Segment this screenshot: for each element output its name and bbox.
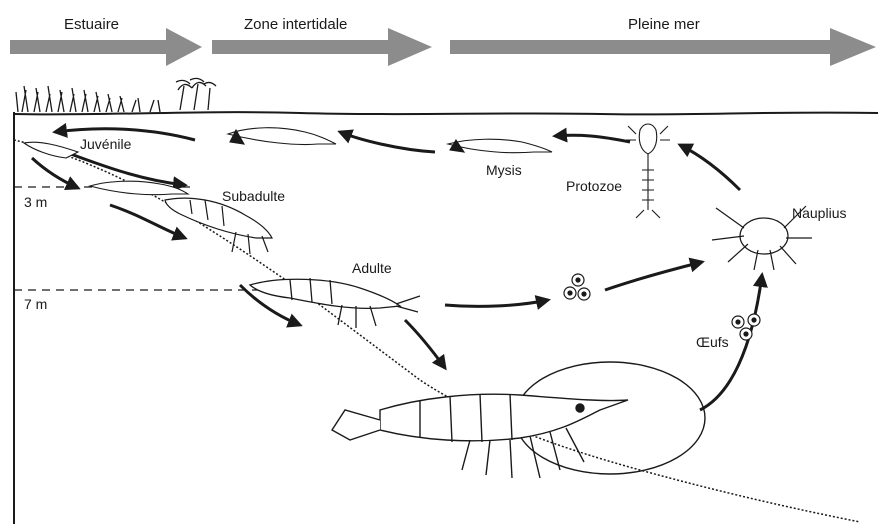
arrow-adult-to-eggs <box>445 300 548 306</box>
mangrove-vegetation-icon <box>16 78 216 112</box>
zone-label-estuary: Estuaire <box>64 16 119 33</box>
depth-label-7m: 7 m <box>24 296 47 312</box>
adult-shrimp-icon <box>250 278 420 328</box>
protozoea-larva-icon <box>626 124 670 218</box>
arrow-mysis-to-juvenile-area <box>340 132 435 152</box>
arrow-adult-to-spawner <box>405 320 445 368</box>
stage-label-nauplius: Nauplius <box>792 205 846 221</box>
stage-label-juvenile: Juvénile <box>80 136 131 152</box>
zone-label-intertidal: Zone intertidale <box>244 16 347 33</box>
depth-label-3m: 3 m <box>24 194 47 210</box>
water-surface <box>14 112 878 114</box>
zone-arrow-open-sea <box>450 28 876 66</box>
mysis-larva-icon <box>448 139 552 153</box>
postlarva-shrimp-icon <box>228 128 336 145</box>
zone-label-open-sea: Pleine mer <box>628 16 700 33</box>
arrow-juvenile-to-subadult-2 <box>60 150 185 185</box>
zone-arrow-estuary <box>10 28 202 66</box>
stage-label-mysis: Mysis <box>486 162 522 178</box>
spawner-shrimp-icon <box>332 362 705 478</box>
arrow-juvenile-to-subadult-1 <box>32 158 78 188</box>
stage-label-adult: Adulte <box>352 260 392 276</box>
egg-cluster-2-icon <box>732 314 760 340</box>
arrow-protozoe-to-mysis <box>555 135 630 142</box>
arrow-eggs-to-nauplius <box>605 262 702 290</box>
stage-label-subadult: Subadulte <box>222 188 285 204</box>
stage-label-protozoea: Protozoe <box>566 178 622 194</box>
stage-label-eggs: Œufs <box>696 334 729 350</box>
egg-cluster-icon <box>564 274 590 300</box>
zone-arrow-intertidal <box>212 28 432 66</box>
seabed-slope <box>14 140 860 522</box>
arrow-nauplius-to-protozoe <box>680 145 740 190</box>
subadult-shrimp-icon <box>165 198 272 254</box>
